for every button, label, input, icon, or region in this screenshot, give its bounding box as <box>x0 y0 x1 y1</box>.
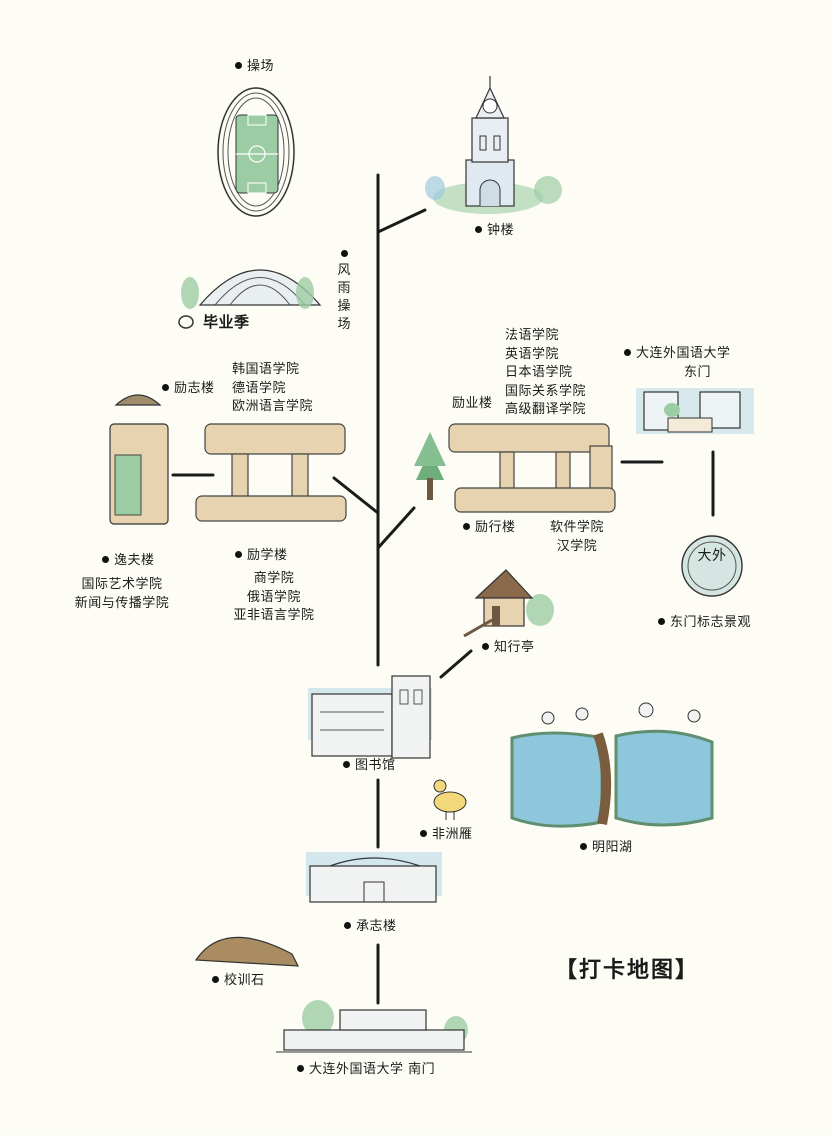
wind-rain-field-label[interactable]: 风 雨 操 场 <box>336 250 352 334</box>
motto-stone-drawing <box>194 936 300 967</box>
college-name: 汉学院 <box>556 538 598 554</box>
map-title: 【打卡地图】 <box>555 958 700 983</box>
south-gate-label[interactable]: 大连外国语大学 南门 <box>297 1061 435 1079</box>
mingyang-lake-drawing <box>510 702 714 828</box>
location-dot-icon <box>482 643 489 650</box>
lixing-building-label[interactable]: 励行楼 <box>463 519 516 537</box>
graduation-sign-text: 毕业季 <box>203 313 250 331</box>
east-gate-drawing <box>636 388 754 434</box>
lizhi-colleges-list: 韩国语学院 德语学院 欧洲语言学院 <box>232 361 313 417</box>
location-dot-icon <box>624 349 631 356</box>
yifu-building-label[interactable]: 逸夫楼 <box>102 552 155 570</box>
college-name: 商学院 <box>253 571 295 586</box>
college-name: 欧洲语言学院 <box>232 399 314 414</box>
location-dot-icon <box>475 226 482 233</box>
college-name: 英语学院 <box>505 346 560 362</box>
lizhi-drawing <box>109 394 169 525</box>
college-name: 亚非语言学院 <box>233 608 315 623</box>
location-dot-icon <box>463 523 470 530</box>
location-dot-icon <box>340 250 348 257</box>
location-dot-icon <box>344 922 351 929</box>
college-name: 软件学院 <box>549 520 604 535</box>
lixue-drawing <box>195 423 347 522</box>
east-gate-sub-label: 东门 <box>684 365 712 380</box>
clock-tower-drawing <box>425 76 562 214</box>
east-gate-sign-text: 大外 <box>697 548 727 564</box>
zhixing-pavilion-label[interactable]: 知行亭 <box>482 639 535 657</box>
route-lines <box>171 173 715 1005</box>
college-name: 法语学院 <box>505 328 560 343</box>
library-label[interactable]: 图书馆 <box>343 757 396 775</box>
college-name: 国际关系学院 <box>505 383 587 399</box>
location-dot-icon <box>235 551 242 558</box>
african-goose-label[interactable]: 非洲雁 <box>420 826 473 844</box>
location-dot-icon <box>162 384 169 391</box>
college-name: 德语学院 <box>232 380 287 396</box>
library-drawing <box>308 675 432 759</box>
college-name: 日本语学院 <box>505 365 573 380</box>
liye-drawing <box>414 423 616 513</box>
location-dot-icon <box>580 843 587 850</box>
lixue-building-label[interactable]: 励学楼 <box>235 547 288 565</box>
location-dot-icon <box>658 618 665 625</box>
playground-label[interactable]: 操场 <box>235 58 274 76</box>
liye-colleges-list: 法语学院 英语学院 日本语学院 国际关系学院 高级翻译学院 <box>505 327 586 420</box>
chengzhi-building-label[interactable]: 承志楼 <box>344 918 397 936</box>
location-dot-icon <box>235 62 242 69</box>
location-dot-icon <box>343 761 350 768</box>
college-name: 高级翻译学院 <box>505 402 587 417</box>
liye-building-label[interactable]: 励业楼 <box>452 396 493 411</box>
location-dot-icon <box>420 830 427 837</box>
wind-rain-field-drawing <box>178 269 322 329</box>
east-gate-label[interactable]: 大连外国语大学 <box>624 345 731 363</box>
zhixing-pavilion-drawing <box>463 569 554 638</box>
college-name: 俄语学院 <box>246 589 301 605</box>
location-dot-icon <box>212 976 219 983</box>
east-gate-landmark-drawing <box>681 535 743 597</box>
college-name: 韩国语学院 <box>232 362 300 377</box>
playground-drawing <box>217 87 295 217</box>
college-name: 新闻与传播学院 <box>74 595 170 611</box>
yifu-colleges-list: 国际艺术学院 新闻与传播学院 <box>66 576 178 613</box>
clock-tower-label[interactable]: 钟楼 <box>475 222 514 240</box>
lixing-colleges-list: 软件学院 汉学院 <box>541 519 613 556</box>
college-name: 国际艺术学院 <box>81 577 163 592</box>
motto-stone-label[interactable]: 校训石 <box>212 972 265 990</box>
location-dot-icon <box>297 1065 304 1072</box>
south-gate-drawing <box>276 1000 472 1053</box>
african-goose-drawing <box>433 779 467 820</box>
lizhi-building-label[interactable]: 励志楼 <box>162 380 215 398</box>
location-dot-icon <box>102 556 109 563</box>
east-gate-landmark-label[interactable]: 东门标志景观 <box>658 614 751 632</box>
mingyang-lake-label[interactable]: 明阳湖 <box>580 839 633 857</box>
lixue-colleges-list: 商学院 俄语学院 亚非语言学院 <box>222 570 326 626</box>
chengzhi-drawing <box>306 852 442 903</box>
